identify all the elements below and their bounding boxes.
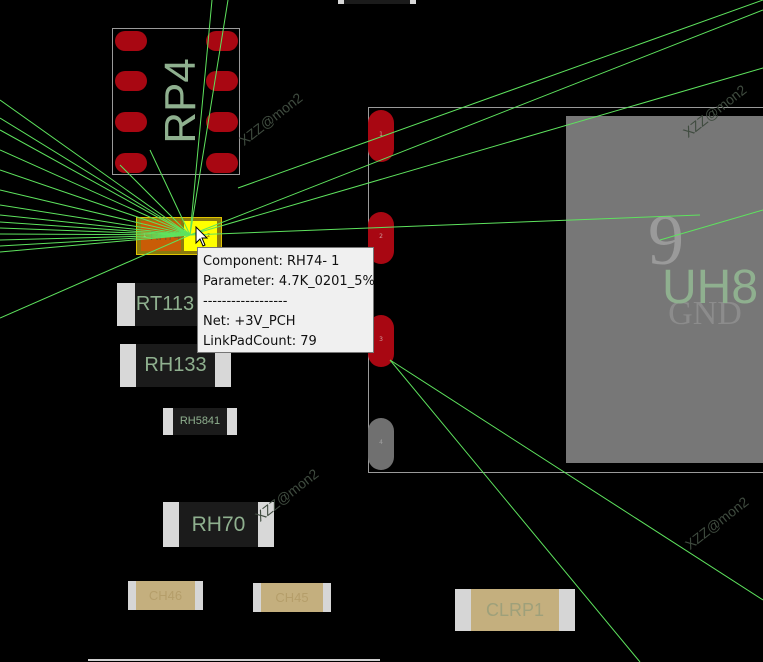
pad[interactable] — [117, 283, 135, 326]
pad[interactable] — [163, 502, 179, 547]
rh70-refdes: RH70 — [191, 513, 246, 536]
ratsnest-line — [189, 0, 229, 236]
component-rh5841[interactable]: RH5841 — [163, 408, 237, 435]
pin-number: 4 — [379, 439, 383, 446]
uh8-pad-4[interactable]: 4 — [368, 418, 394, 470]
ratsnest-line — [389, 359, 763, 601]
rp4-pad[interactable] — [206, 112, 238, 132]
pin-number: 2 — [207, 233, 211, 239]
component-clrp1[interactable]: CLRP1 — [455, 589, 575, 631]
uh8-pad-1[interactable]: 1 — [368, 110, 394, 162]
ratsnest-line — [0, 129, 191, 236]
rp4-pad[interactable] — [115, 71, 147, 91]
clrp1-refdes: CLRP1 — [485, 600, 545, 620]
pad[interactable] — [120, 344, 136, 387]
ratsnest-line — [0, 234, 191, 241]
ratsnest-line — [0, 169, 191, 236]
rp4-pad[interactable] — [206, 31, 238, 51]
ratsnest-line — [189, 0, 213, 236]
ratsnest-line — [0, 117, 191, 236]
rp4-pad[interactable] — [115, 31, 147, 51]
pad[interactable] — [227, 408, 237, 435]
tooltip-component: Component: RH74- 1 — [203, 254, 340, 269]
ratsnest-line — [149, 149, 191, 236]
rp4-pad[interactable] — [115, 112, 147, 132]
ch45-refdes: CH45 — [275, 590, 309, 605]
component-rh70[interactable]: RH70 — [163, 502, 274, 547]
component-ch45[interactable]: CH45 — [253, 583, 331, 612]
pad[interactable] — [323, 583, 331, 612]
tooltip-link-pad-count: LinkPadCount: 79 — [203, 334, 317, 349]
ratsnest-line — [0, 99, 191, 236]
ratsnest-line — [189, 214, 701, 236]
arrow-pointer-icon — [195, 226, 209, 247]
ratsnest-line — [0, 234, 191, 247]
pad[interactable] — [258, 502, 274, 547]
pad[interactable] — [195, 581, 203, 610]
ratsnest-line — [0, 204, 191, 236]
ratsnest-line — [0, 189, 191, 236]
ratsnest-line — [0, 149, 191, 236]
ratsnest-line — [0, 233, 191, 236]
uh8-refdes: UH8 — [661, 261, 759, 314]
pad[interactable] — [128, 581, 136, 610]
pad[interactable] — [559, 589, 575, 631]
component-rt113[interactable]: RT113 — [117, 283, 203, 326]
ratsnest-line — [119, 164, 191, 236]
pin-number: 1 — [379, 131, 383, 138]
ratsnest-line — [659, 209, 763, 241]
partial-component-top[interactable] — [338, 0, 416, 4]
pad[interactable] — [253, 583, 261, 612]
pad[interactable] — [163, 408, 173, 435]
ratsnest-line — [0, 234, 191, 253]
tooltip-separator: ------------------ — [203, 294, 288, 309]
rt113-refdes: RT113 — [135, 293, 195, 315]
uh8-pin-number: 9 — [648, 200, 684, 280]
rh133-refdes: RH133 — [144, 354, 207, 376]
pin-number: 2 — [379, 233, 383, 240]
uh8-net-label: GND — [668, 295, 742, 332]
pad[interactable] — [455, 589, 471, 631]
ratsnest-line — [0, 214, 191, 236]
pin-number: 3 — [379, 336, 383, 343]
ratsnest-line — [189, 67, 763, 236]
partial-trace-bottom — [88, 659, 380, 661]
pad[interactable] — [215, 344, 231, 387]
rh5841-refdes: RH5841 — [179, 415, 221, 427]
ratsnest-line — [189, 9, 763, 236]
ch46-refdes: CH46 — [148, 588, 183, 603]
component-rp4[interactable]: RP4 — [112, 28, 240, 175]
ratsnest-line — [0, 234, 191, 319]
component-tooltip: Component: RH74- 1 Parameter: 4.7K_0201_… — [197, 247, 375, 353]
tooltip-parameter: Parameter: 4.7K_0201_5% — [203, 274, 375, 289]
ratsnest-line — [237, 0, 763, 189]
ratsnest-line — [0, 221, 191, 236]
rp4-pad[interactable] — [206, 153, 238, 173]
ratsnest-line — [0, 227, 191, 236]
uh8-thermal-pad[interactable] — [566, 116, 763, 463]
ratsnest-line — [389, 359, 641, 662]
component-ch46[interactable]: CH46 — [128, 581, 203, 610]
tooltip-net: Net: +3V_PCH — [203, 314, 296, 329]
